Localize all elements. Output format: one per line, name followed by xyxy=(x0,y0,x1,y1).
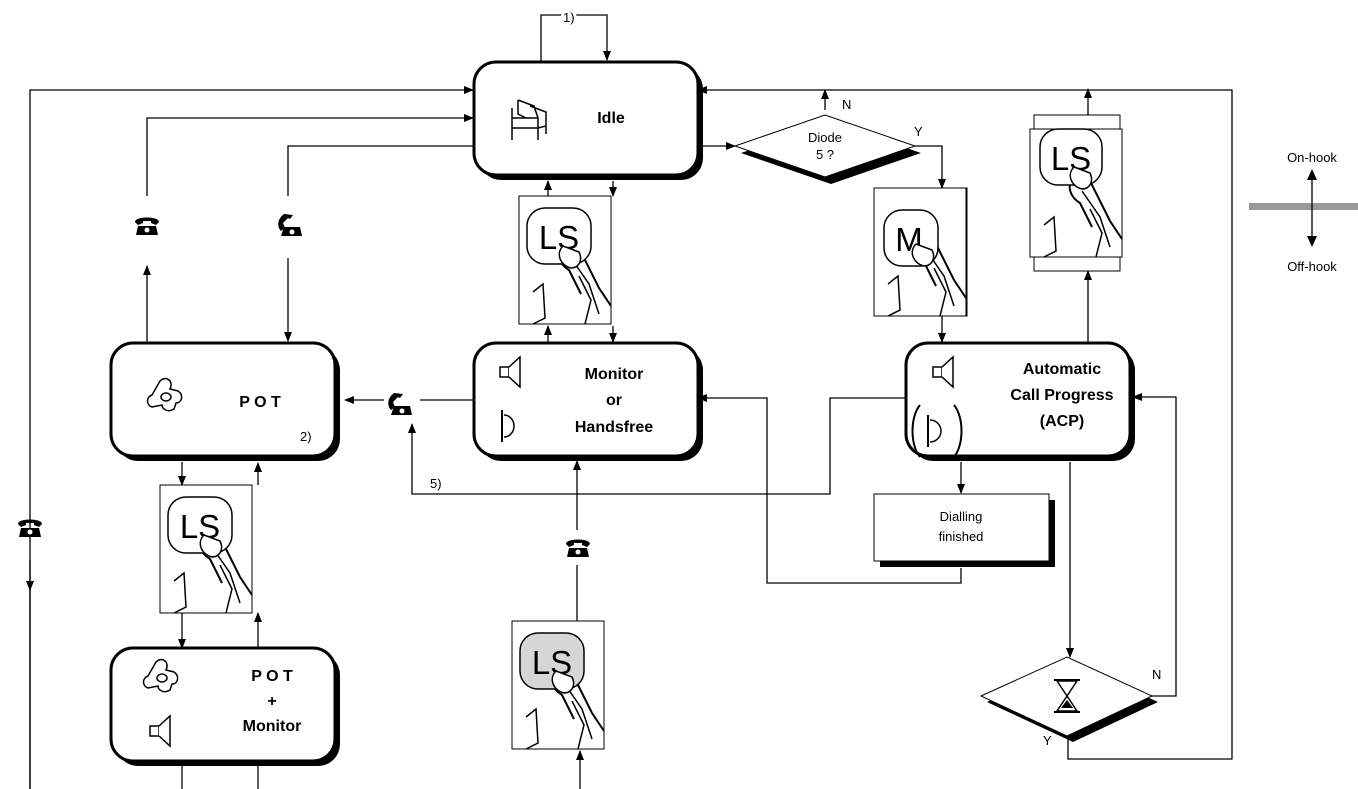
state-monitor: Monitor or Handsfree xyxy=(472,341,703,461)
note-5: 5) xyxy=(430,476,442,491)
dialling-label-2: finished xyxy=(939,529,984,544)
diode-yes-label: Y xyxy=(914,124,923,139)
key-ls-middle: LS xyxy=(518,195,612,325)
key-ls-lower: LS xyxy=(159,484,253,614)
decision-diode: Diode 5 ? N Y xyxy=(733,97,923,184)
phone-on-hook-icon xyxy=(566,539,590,557)
hook-legend: On-hook Off-hook xyxy=(1249,150,1358,274)
diode-label-2: 5 ? xyxy=(816,147,834,162)
state-pot-label: P O T xyxy=(239,394,281,411)
monitor-label-1: Monitor xyxy=(585,366,644,383)
monitor-label-2: or xyxy=(606,392,622,409)
bed-icon xyxy=(511,99,547,140)
phone-on-hook-icon xyxy=(18,519,42,537)
handset-lifted-icon xyxy=(278,214,302,236)
state-pot: P O T 2) xyxy=(109,341,340,461)
dialling-finished-box: Dialling finished xyxy=(873,493,1055,567)
state-idle-label: Idle xyxy=(597,110,625,127)
acp-label-2: Call Progress xyxy=(1010,387,1113,404)
state-acp: Automatic Call Progress (ACP) xyxy=(904,341,1135,461)
diode-no-label: N xyxy=(842,97,851,112)
note-1: 1) xyxy=(563,10,575,25)
connectors xyxy=(26,14,1233,789)
acp-label-1: Automatic xyxy=(1023,361,1101,378)
key-ls-right: LS xyxy=(1029,114,1123,272)
monitor-label-3: Handsfree xyxy=(575,419,653,436)
pot-monitor-label-2: + xyxy=(267,693,276,710)
timeout-yes-label: Y xyxy=(1043,733,1052,748)
acp-label-3: (ACP) xyxy=(1040,413,1084,430)
microphone-icon xyxy=(911,404,963,458)
pot-monitor-label-3: Monitor xyxy=(243,718,302,735)
hourglass-icon xyxy=(1054,679,1080,713)
legend-off-hook: Off-hook xyxy=(1287,259,1337,274)
key-ls-bottom: LS xyxy=(511,620,605,750)
handset-lifted-icon xyxy=(388,393,412,415)
phone-on-hook-icon xyxy=(135,217,159,235)
timeout-no-label: N xyxy=(1152,667,1161,682)
state-pot-note: 2) xyxy=(300,429,312,444)
decision-timeout: N Y xyxy=(979,656,1161,748)
state-pot-monitor: P O T + Monitor xyxy=(109,646,340,766)
legend-on-hook: On-hook xyxy=(1287,150,1337,165)
dialling-label-1: Dialling xyxy=(940,509,983,524)
diode-label-1: Diode xyxy=(808,130,842,145)
pot-monitor-label-1: P O T xyxy=(251,668,293,685)
key-m: M xyxy=(873,187,968,317)
state-idle: Idle xyxy=(472,60,703,180)
